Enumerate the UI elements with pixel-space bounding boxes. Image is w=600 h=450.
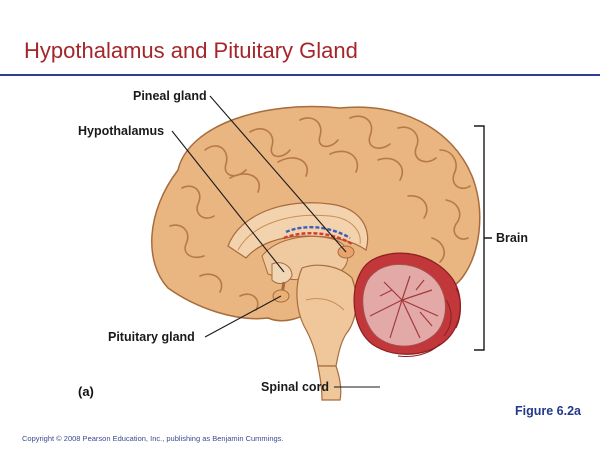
cerebellum xyxy=(353,252,461,357)
title-divider xyxy=(0,74,600,76)
copyright-footer: Copyright © 2008 Pearson Education, Inc.… xyxy=(22,434,284,443)
figure-part-label: (a) xyxy=(78,384,94,399)
label-pineal-gland: Pineal gland xyxy=(133,89,207,103)
label-brain: Brain xyxy=(496,231,528,245)
slide-title: Hypothalamus and Pituitary Gland xyxy=(24,38,358,63)
hypothalamus xyxy=(271,262,293,284)
pineal-leader xyxy=(209,95,347,253)
pituitary-leader xyxy=(204,295,282,338)
brain-bracket xyxy=(474,125,492,351)
choroid-plexus-red xyxy=(283,232,353,246)
choroid-plexus-blue xyxy=(285,226,351,240)
label-pituitary-gland: Pituitary gland xyxy=(108,330,195,344)
spinal-cord xyxy=(317,365,342,401)
brainstem xyxy=(296,264,357,367)
figure-reference: Figure 6.2a xyxy=(515,404,581,418)
cerebral-gyri xyxy=(169,115,471,311)
label-spinal-cord: Spinal cord xyxy=(261,380,329,394)
label-hypothalamus: Hypothalamus xyxy=(78,124,164,138)
hypothalamus-leader xyxy=(171,130,285,273)
